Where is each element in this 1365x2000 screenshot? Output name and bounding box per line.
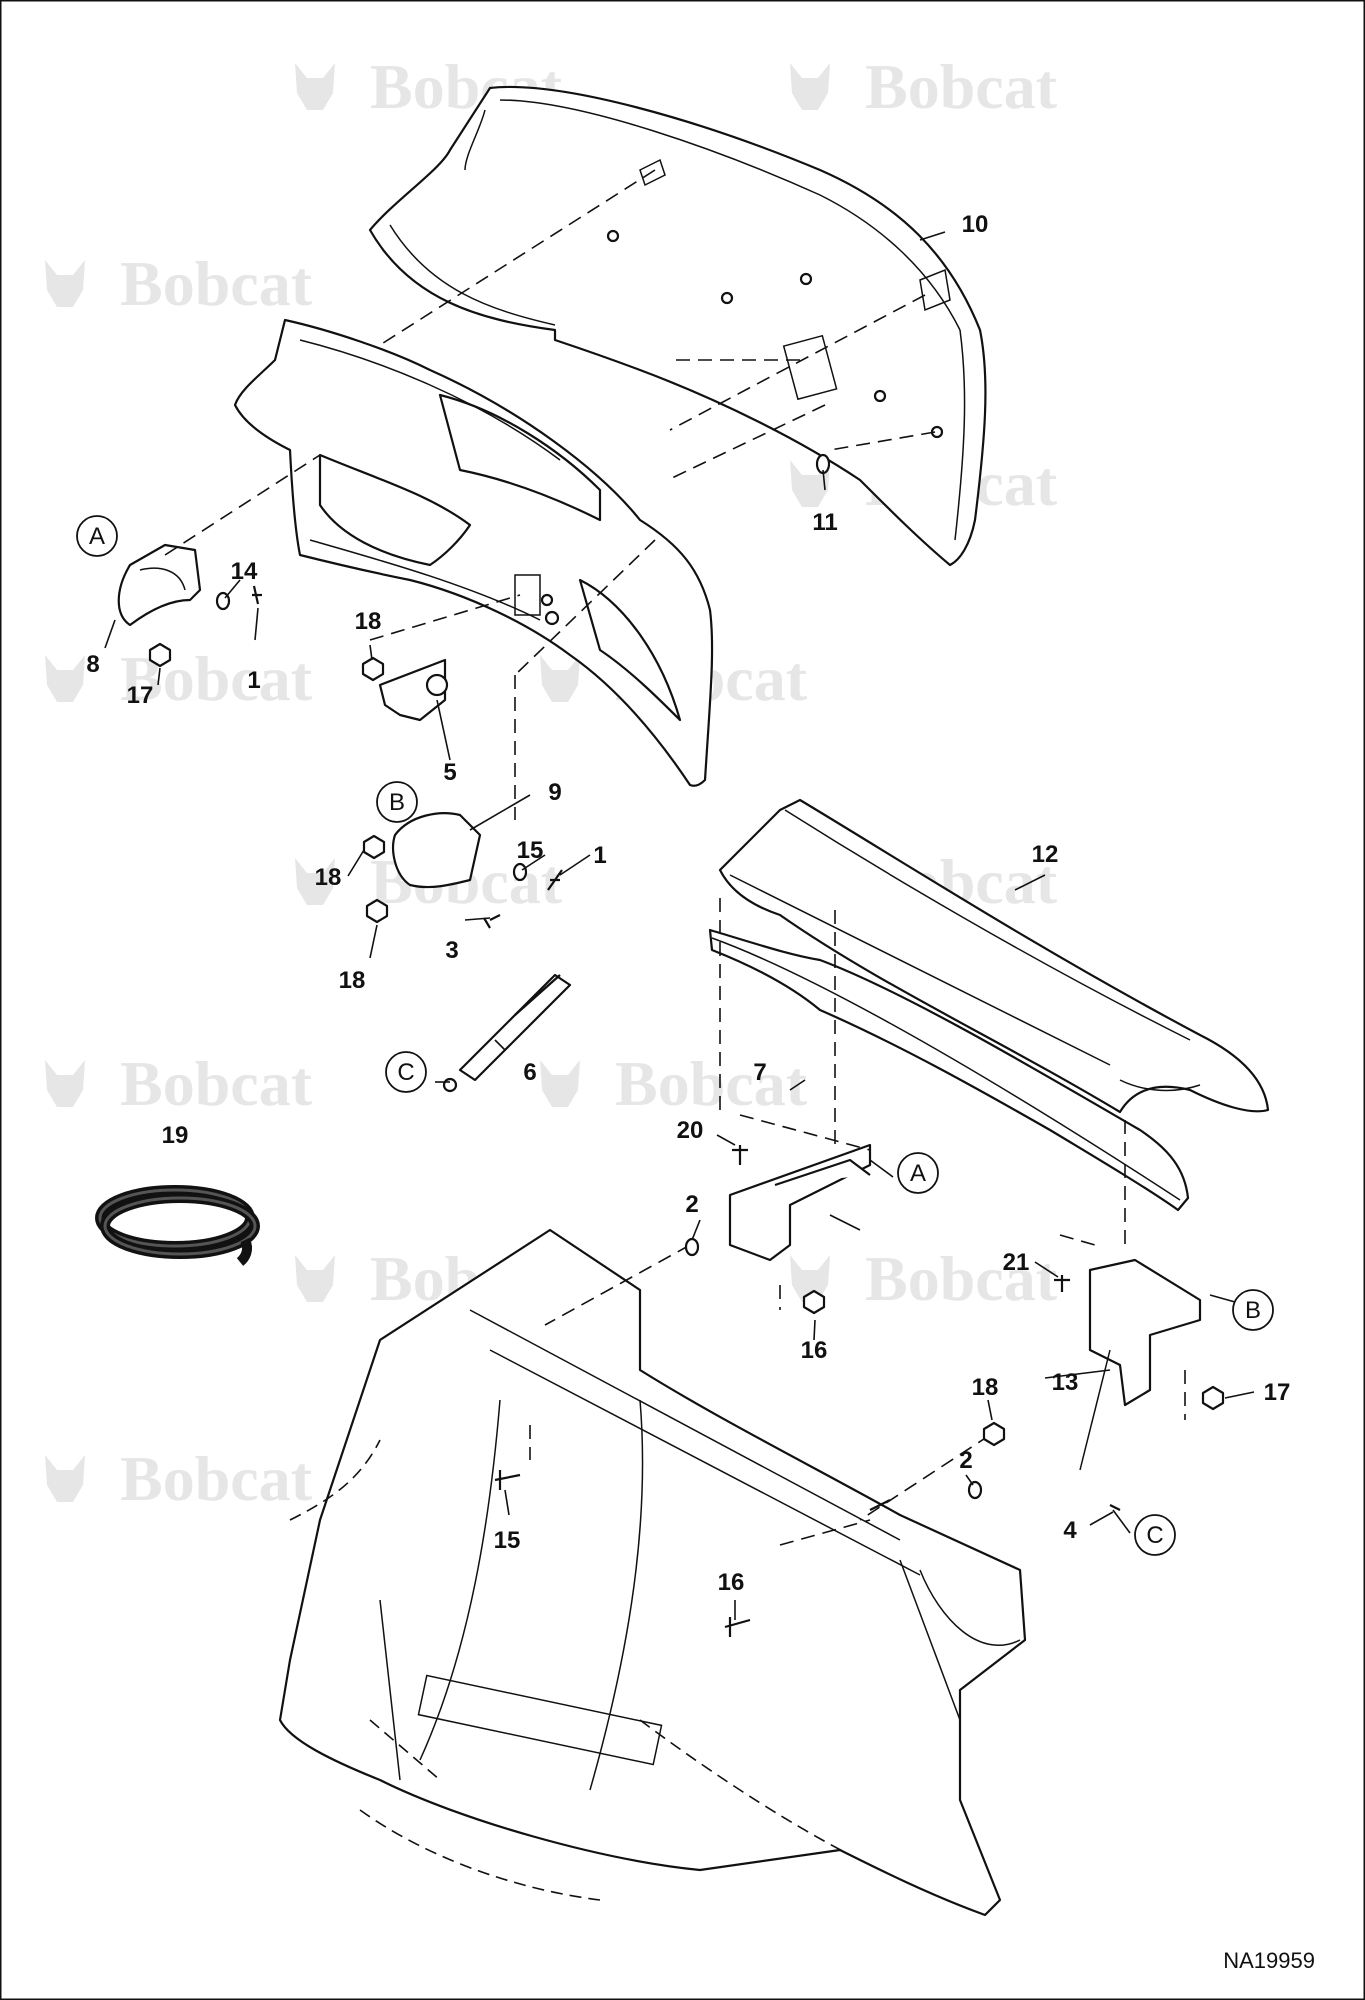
bobcat-logo-icon: Bobcat — [45, 1048, 313, 1119]
callout-number: 18 — [355, 608, 382, 635]
bolt-icon — [1054, 1275, 1070, 1292]
reference-letter: A — [89, 523, 105, 550]
reference-letter-labels: A A B B C C — [76, 515, 1274, 1556]
reference-letter-circle: A — [897, 1152, 939, 1194]
nut-icon — [362, 834, 386, 860]
washer-icon — [684, 1237, 700, 1257]
callout-number: 4 — [1063, 1517, 1077, 1544]
callout-number: 8 — [86, 651, 99, 678]
callout-number: 19 — [162, 1122, 189, 1149]
washer-icon — [512, 862, 528, 882]
part-7-seal-strip — [708, 928, 1190, 1212]
callout-number: 2 — [685, 1191, 698, 1218]
nut-icon — [148, 642, 172, 668]
part-13-seal-cover — [718, 798, 1270, 1114]
watermark-text: Bobcat — [120, 1443, 313, 1514]
gas-strut-icon — [442, 973, 572, 1093]
washer-icon — [967, 1480, 983, 1500]
part-10-hinge — [392, 812, 482, 889]
callout-number: 13 — [1052, 1369, 1079, 1396]
reference-letter: C — [397, 1059, 414, 1086]
phantom-lines — [289, 1439, 861, 1901]
callout-number: 17 — [1264, 1379, 1291, 1406]
assembly-lines — [164, 169, 1186, 1546]
callout-number: 9 — [548, 779, 561, 806]
bolt-icon — [483, 914, 501, 929]
callout-number: 15 — [494, 1527, 521, 1554]
bobcat-logo-icon: Bobcat — [45, 1443, 313, 1514]
reference-letter: C — [1146, 1522, 1163, 1549]
nut-icon — [361, 656, 385, 682]
hose-coil-icon — [95, 1185, 260, 1266]
loader-frame — [278, 1228, 1027, 1917]
callout-number: 16 — [718, 1569, 745, 1596]
bolt-icon — [494, 1470, 521, 1490]
fasteners — [148, 453, 1225, 1637]
nut-icon — [802, 1289, 826, 1315]
nut-icon — [982, 1421, 1006, 1447]
callout-number: 20 — [677, 1117, 704, 1144]
bobcat-logo-icon: Bobcat — [790, 51, 1058, 122]
callout-number: 21 — [1003, 1249, 1030, 1276]
callout-number: 1 — [247, 667, 260, 694]
leader-lines — [104, 231, 1255, 1620]
callout-number: 11 — [812, 509, 837, 536]
bolt-icon — [724, 1617, 751, 1637]
callout-number: 5 — [443, 759, 456, 786]
reference-letter-circle: C — [1134, 1514, 1176, 1556]
bolt-icon — [732, 1145, 748, 1165]
callout-number: 12 — [1032, 841, 1059, 868]
reference-letter: B — [389, 789, 405, 816]
bobcat-logo-icon: Bobcat — [45, 248, 313, 319]
watermark-text: Bobcat — [865, 1243, 1058, 1314]
reference-letter: B — [1245, 1297, 1261, 1324]
watermark-text: Bobcat — [865, 51, 1058, 122]
part-8-bracket — [728, 1143, 872, 1262]
callout-number: 2 — [959, 1447, 972, 1474]
bobcat-logo-icon: Bobcat — [540, 1048, 808, 1119]
callout-number: 10 — [962, 211, 989, 238]
reference-letter-circle: B — [1232, 1289, 1274, 1331]
callout-number: 18 — [339, 967, 366, 994]
part-5-latch — [378, 658, 449, 722]
reference-letter-circle: A — [76, 515, 118, 557]
callout-number: 18 — [315, 864, 342, 891]
watermark-text: Bobcat — [615, 1048, 808, 1119]
callout-number: 15 — [517, 837, 544, 864]
inner-door-frame — [233, 318, 714, 787]
watermark-text: Bobcat — [120, 1048, 313, 1119]
reference-letter-circle: B — [376, 781, 418, 823]
nut-icon — [365, 898, 389, 924]
callout-number: 18 — [972, 1374, 999, 1401]
bobcat-logo-icon: Bobcat — [790, 1243, 1058, 1314]
drawing-number: NA19959 — [1223, 1948, 1315, 1973]
callout-number: 6 — [523, 1059, 536, 1086]
reference-letter-circle: C — [385, 1051, 427, 1093]
callout-number: 16 — [801, 1337, 828, 1364]
watermark-text: Bobcat — [120, 248, 313, 319]
reference-letter: A — [910, 1160, 926, 1187]
callout-number: 7 — [753, 1059, 766, 1086]
callout-number: 3 — [445, 937, 458, 964]
bolt-icon — [869, 1499, 891, 1511]
callout-number: 1 — [593, 842, 606, 869]
bolt-icon — [252, 585, 262, 605]
nut-icon — [1201, 1385, 1225, 1411]
bolt-icon — [547, 869, 563, 891]
callout-number: 14 — [231, 558, 258, 585]
part-9-hinge — [117, 543, 202, 627]
bolt-icon — [1109, 1504, 1121, 1511]
callout-number: 17 — [127, 682, 154, 709]
part-11-outer-door-panel — [368, 85, 987, 567]
